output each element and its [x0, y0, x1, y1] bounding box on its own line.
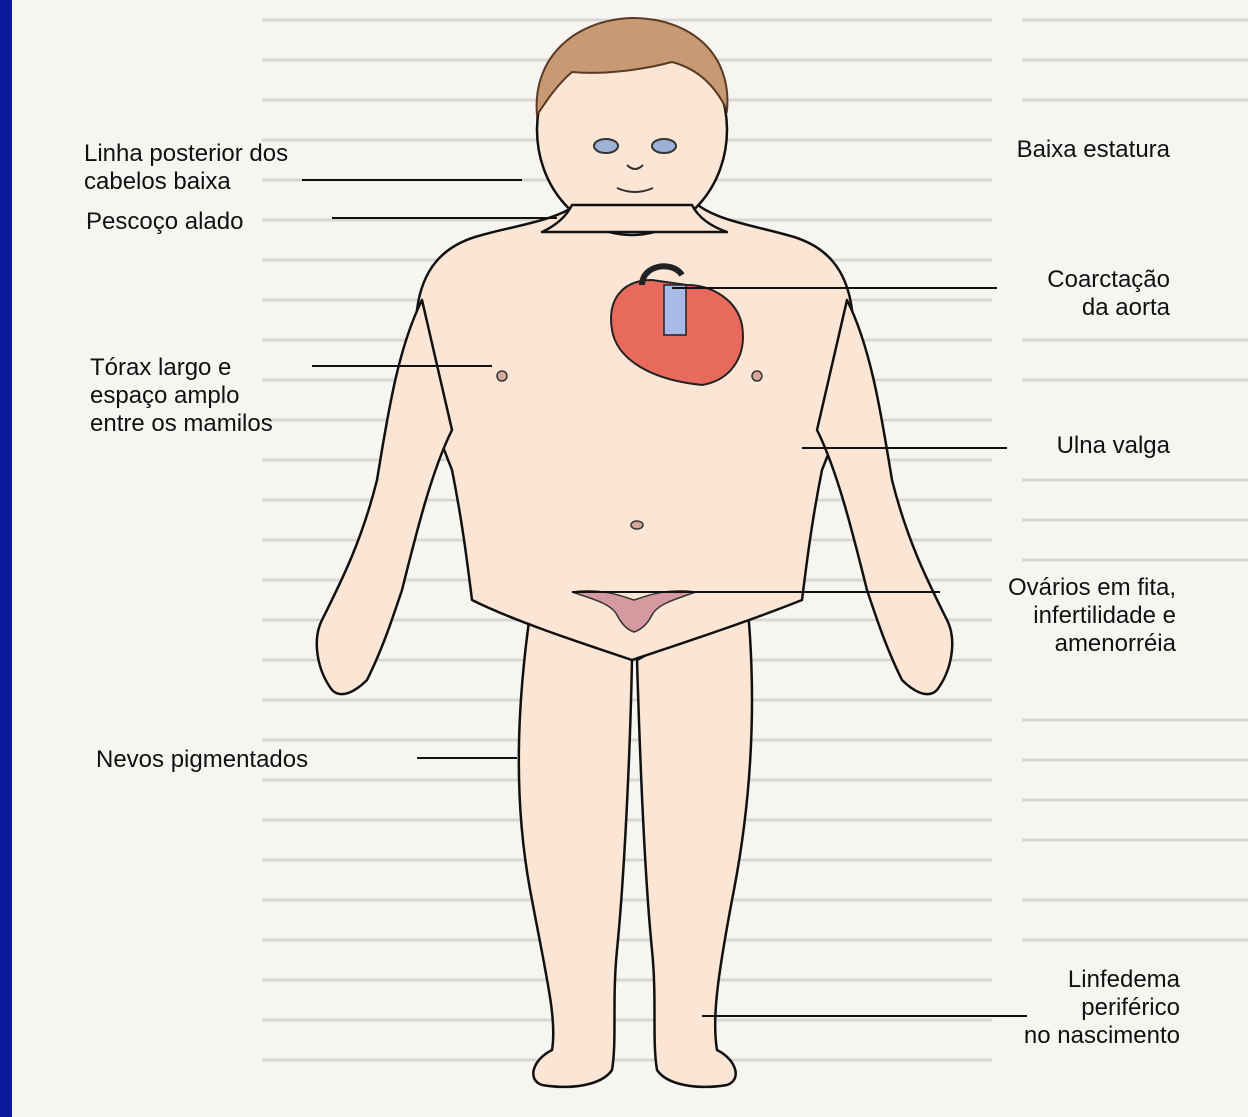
right-arm	[817, 300, 952, 694]
slide: Linha posterior dos cabelos baixa Pescoç…	[12, 0, 1248, 1117]
label-ulna: Ulna valga	[1057, 432, 1170, 460]
label-ovaries: Ovários em fita, infertilidade e amenorr…	[1008, 574, 1176, 658]
right-leg	[637, 600, 752, 1087]
label-chest: Tórax largo e espaço amplo entre os mami…	[90, 354, 273, 438]
child-body	[317, 25, 952, 1087]
label-neck: Pescoço alado	[86, 208, 243, 236]
label-stature: Baixa estatura	[1017, 136, 1170, 164]
label-nevi: Nevos pigmentados	[96, 746, 308, 774]
label-lymphedema: Linfedema periférico no nascimento	[1024, 966, 1180, 1050]
label-hairline: Linha posterior dos cabelos baixa	[84, 140, 288, 196]
left-arm	[317, 300, 452, 694]
label-aorta: Coarctação da aorta	[1047, 266, 1170, 322]
left-leg	[519, 600, 632, 1087]
